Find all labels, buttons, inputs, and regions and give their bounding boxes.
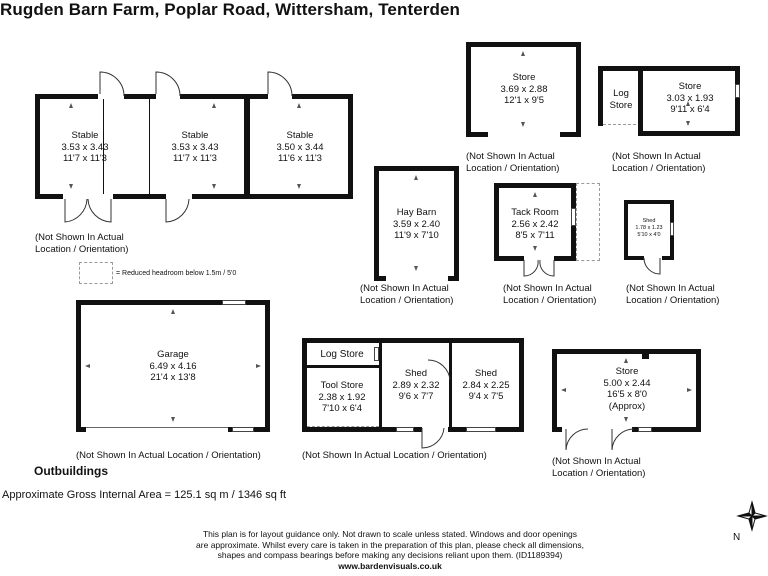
compass-icon — [736, 500, 768, 532]
note-store-3-2: Location / Orientation) — [552, 467, 646, 479]
note-store-1-1: (Not Shown In Actual — [466, 151, 555, 162]
stable-1-right — [104, 94, 149, 199]
tool-store-name: Tool Store — [320, 380, 364, 391]
store-1 — [466, 42, 581, 137]
store-3-metric: 5.00 x 2.44 — [603, 377, 651, 389]
stable-3-name: Stable — [286, 130, 314, 141]
note-store-1-2: Location / Orientation) — [466, 162, 560, 174]
hay-barn-imperial: 11'9 x 7'10 — [394, 230, 439, 241]
log-store-small-name-2: Store — [609, 99, 633, 111]
store-2-imperial: 9'11 x 6'4 — [670, 104, 710, 115]
shed-doors — [421, 359, 451, 449]
website-link[interactable]: www.bardenvisuals.co.uk — [338, 560, 442, 571]
store-2-name: Store — [678, 81, 702, 92]
stable-2-imperial: 11'7 x 11'3 — [173, 153, 217, 164]
hay-barn-metric: 3.59 x 2.40 — [392, 218, 440, 230]
note-hay-barn-1: (Not Shown In Actual — [360, 283, 449, 294]
store-2 — [638, 66, 740, 136]
disclaimer: This plan is for layout guidance only. N… — [150, 529, 630, 571]
stable-1-metric: 3.53 x 3.43 — [61, 141, 109, 153]
shed-small-door — [643, 257, 661, 275]
disclaimer-line-2: are approximate. Whilst every care is ta… — [196, 539, 584, 550]
stable-2-name: Stable — [181, 130, 209, 141]
log-store-small — [598, 66, 643, 126]
legend-text: = Reduced headroom below 1.5m / 5'0 — [116, 270, 237, 277]
shed-small-name: Shed — [642, 218, 656, 224]
store-1-metric: 3.69 x 2.88 — [500, 83, 548, 95]
shed-1-metric: 2.89 x 2.32 — [392, 379, 440, 391]
garage-imperial: 21'4 x 13'8 — [150, 372, 196, 383]
stable-door-swings — [64, 71, 293, 223]
tack-room-imperial: 8'5 x 7'11 — [515, 230, 555, 241]
disclaimer-line-3: shapes and compass bearings before makin… — [217, 550, 563, 560]
store-1-imperial: 12'1 x 9'5 — [503, 95, 545, 106]
tack-room-door — [523, 259, 555, 277]
tack-room-metric: 2.56 x 2.42 — [511, 218, 559, 230]
tool-store-metric: 2.38 x 1.92 — [318, 391, 366, 403]
legend-swatch — [79, 262, 113, 284]
log-store-small-name-1: Log — [613, 88, 629, 99]
note-hay-barn-2: Location / Orientation) — [360, 294, 454, 306]
note-stables-2: Location / Orientation) — [35, 243, 129, 255]
shed-2-name: Shed — [474, 368, 498, 379]
note-tack-room-1: (Not Shown In Actual — [503, 283, 592, 294]
note-store-3-1: (Not Shown In Actual — [552, 456, 641, 467]
shed-2-imperial: 9'4 x 7'5 — [468, 391, 504, 402]
section-label: Outbuildings — [34, 464, 108, 478]
note-store-2-2: Location / Orientation) — [612, 162, 706, 174]
store-3-imperial: 16'5 x 8'0 — [606, 389, 648, 400]
shed-small-imperial: 5'10 x 4'0 — [637, 232, 661, 238]
compass-north-label: N — [733, 532, 741, 543]
stable-1-name: Stable — [71, 130, 99, 141]
store-1-name: Store — [512, 72, 536, 83]
plan-title: Rugden Barn Farm, Poplar Road, Wittersha… — [0, 0, 461, 19]
shed-1-name: Shed — [404, 368, 428, 379]
shed-1-imperial: 9'6 x 7'7 — [398, 391, 434, 402]
stable-3-metric: 3.50 x 3.44 — [276, 141, 324, 153]
stable-1-imperial: 11'7 x 11'3 — [63, 153, 107, 164]
store-2-metric: 3.03 x 1.93 — [666, 92, 714, 104]
stable-3-imperial: 11'6 x 11'3 — [278, 153, 322, 164]
tool-store-imperial: 7'10 x 6'4 — [321, 403, 363, 414]
outbuilding-block — [302, 338, 524, 432]
shed-small-metric: 1.78 x 1.23 — [635, 225, 663, 231]
note-store-2-1: (Not Shown In Actual — [612, 151, 701, 162]
note-garage: (Not Shown In Actual Location / Orientat… — [76, 450, 261, 461]
disclaimer-line-1: This plan is for layout guidance only. N… — [202, 529, 578, 539]
hay-barn-name: Hay Barn — [396, 207, 437, 218]
note-stables-1: (Not Shown In Actual — [35, 232, 124, 243]
shed-2-metric: 2.84 x 2.25 — [462, 379, 510, 391]
store-3-note: (Approx) — [608, 400, 646, 412]
store-3-doors — [565, 428, 635, 451]
tack-room-name: Tack Room — [511, 207, 559, 218]
store-3-name: Store — [615, 366, 639, 377]
stable-2-metric: 3.53 x 3.43 — [171, 141, 219, 153]
log-store-name: Log Store — [320, 349, 364, 360]
garage-metric: 6.49 x 4.16 — [149, 360, 197, 372]
note-sheds: (Not Shown In Actual Location / Orientat… — [302, 450, 487, 461]
stable-3 — [245, 94, 353, 199]
hay-barn — [374, 166, 459, 281]
garage — [76, 300, 270, 432]
note-shed-small-2: Location / Orientation) — [626, 294, 720, 306]
garage-name: Garage — [157, 349, 189, 360]
note-tack-room-2: Location / Orientation) — [503, 294, 597, 306]
note-shed-small-1: (Not Shown In Actual — [626, 283, 715, 294]
gross-area: Approximate Gross Internal Area = 125.1 … — [2, 489, 287, 501]
